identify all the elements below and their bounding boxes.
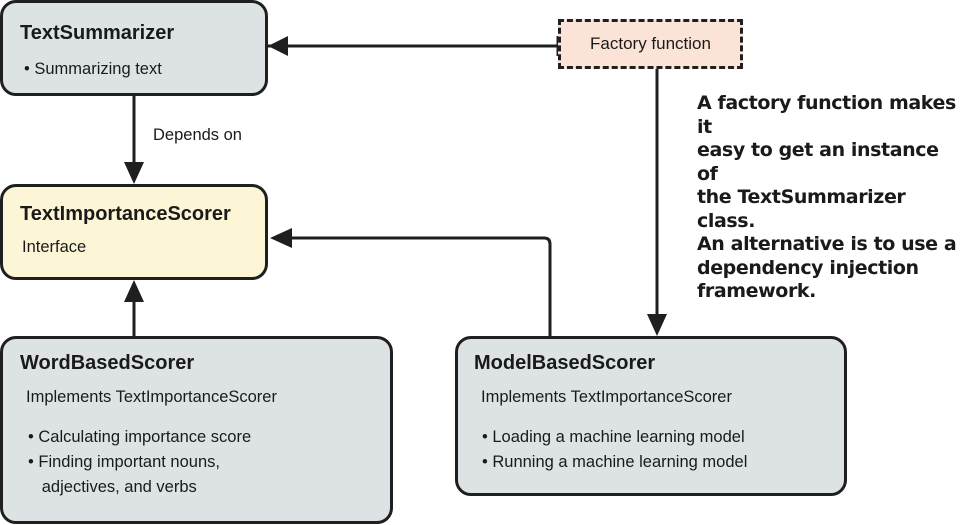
word-based-scorer-bullet: • Finding important nouns, <box>28 453 220 471</box>
factory-function-label: Factory function <box>590 34 711 53</box>
text-summarizer-bullet: • Summarizing text <box>24 60 162 78</box>
factory-to-summarizer-arrowhead <box>268 36 288 56</box>
text-summarizer-box <box>0 0 268 96</box>
word-based-scorer-title: WordBasedScorer <box>20 352 195 374</box>
text-importance-scorer-title: TextImportanceScorer <box>20 203 231 225</box>
depends-on-arrowhead <box>124 162 144 184</box>
text-importance-scorer-subtitle: Interface <box>22 238 87 256</box>
factory-to-model-arrowhead <box>647 314 667 336</box>
model-based-scorer-subtitle: Implements TextImportanceScorer <box>481 388 732 406</box>
model-implements-arrowhead <box>270 228 292 248</box>
word-based-scorer-bullet: adjectives, and verbs <box>28 478 197 496</box>
model-based-scorer-bullet: • Running a machine learning model <box>482 453 748 471</box>
model-implements-arrow <box>290 236 552 336</box>
word-based-scorer-box <box>0 336 393 524</box>
word-based-scorer-subtitle: Implements TextImportanceScorer <box>26 388 277 406</box>
model-based-scorer-bullet: • Loading a machine learning model <box>482 428 745 446</box>
text-summarizer-title: TextSummarizer <box>20 22 175 44</box>
factory-function-box: Factory function <box>558 19 743 69</box>
word-based-scorer-bullet: • Calculating importance score <box>28 428 252 446</box>
model-based-scorer-title: ModelBasedScorer <box>474 352 656 374</box>
depends-on-label: Depends on <box>153 126 242 144</box>
factory-note: A factory function makes it easy to get … <box>697 92 957 302</box>
word-implements-arrowhead <box>124 280 144 302</box>
text-importance-scorer-box <box>0 184 268 280</box>
model-based-scorer-box <box>455 336 847 496</box>
